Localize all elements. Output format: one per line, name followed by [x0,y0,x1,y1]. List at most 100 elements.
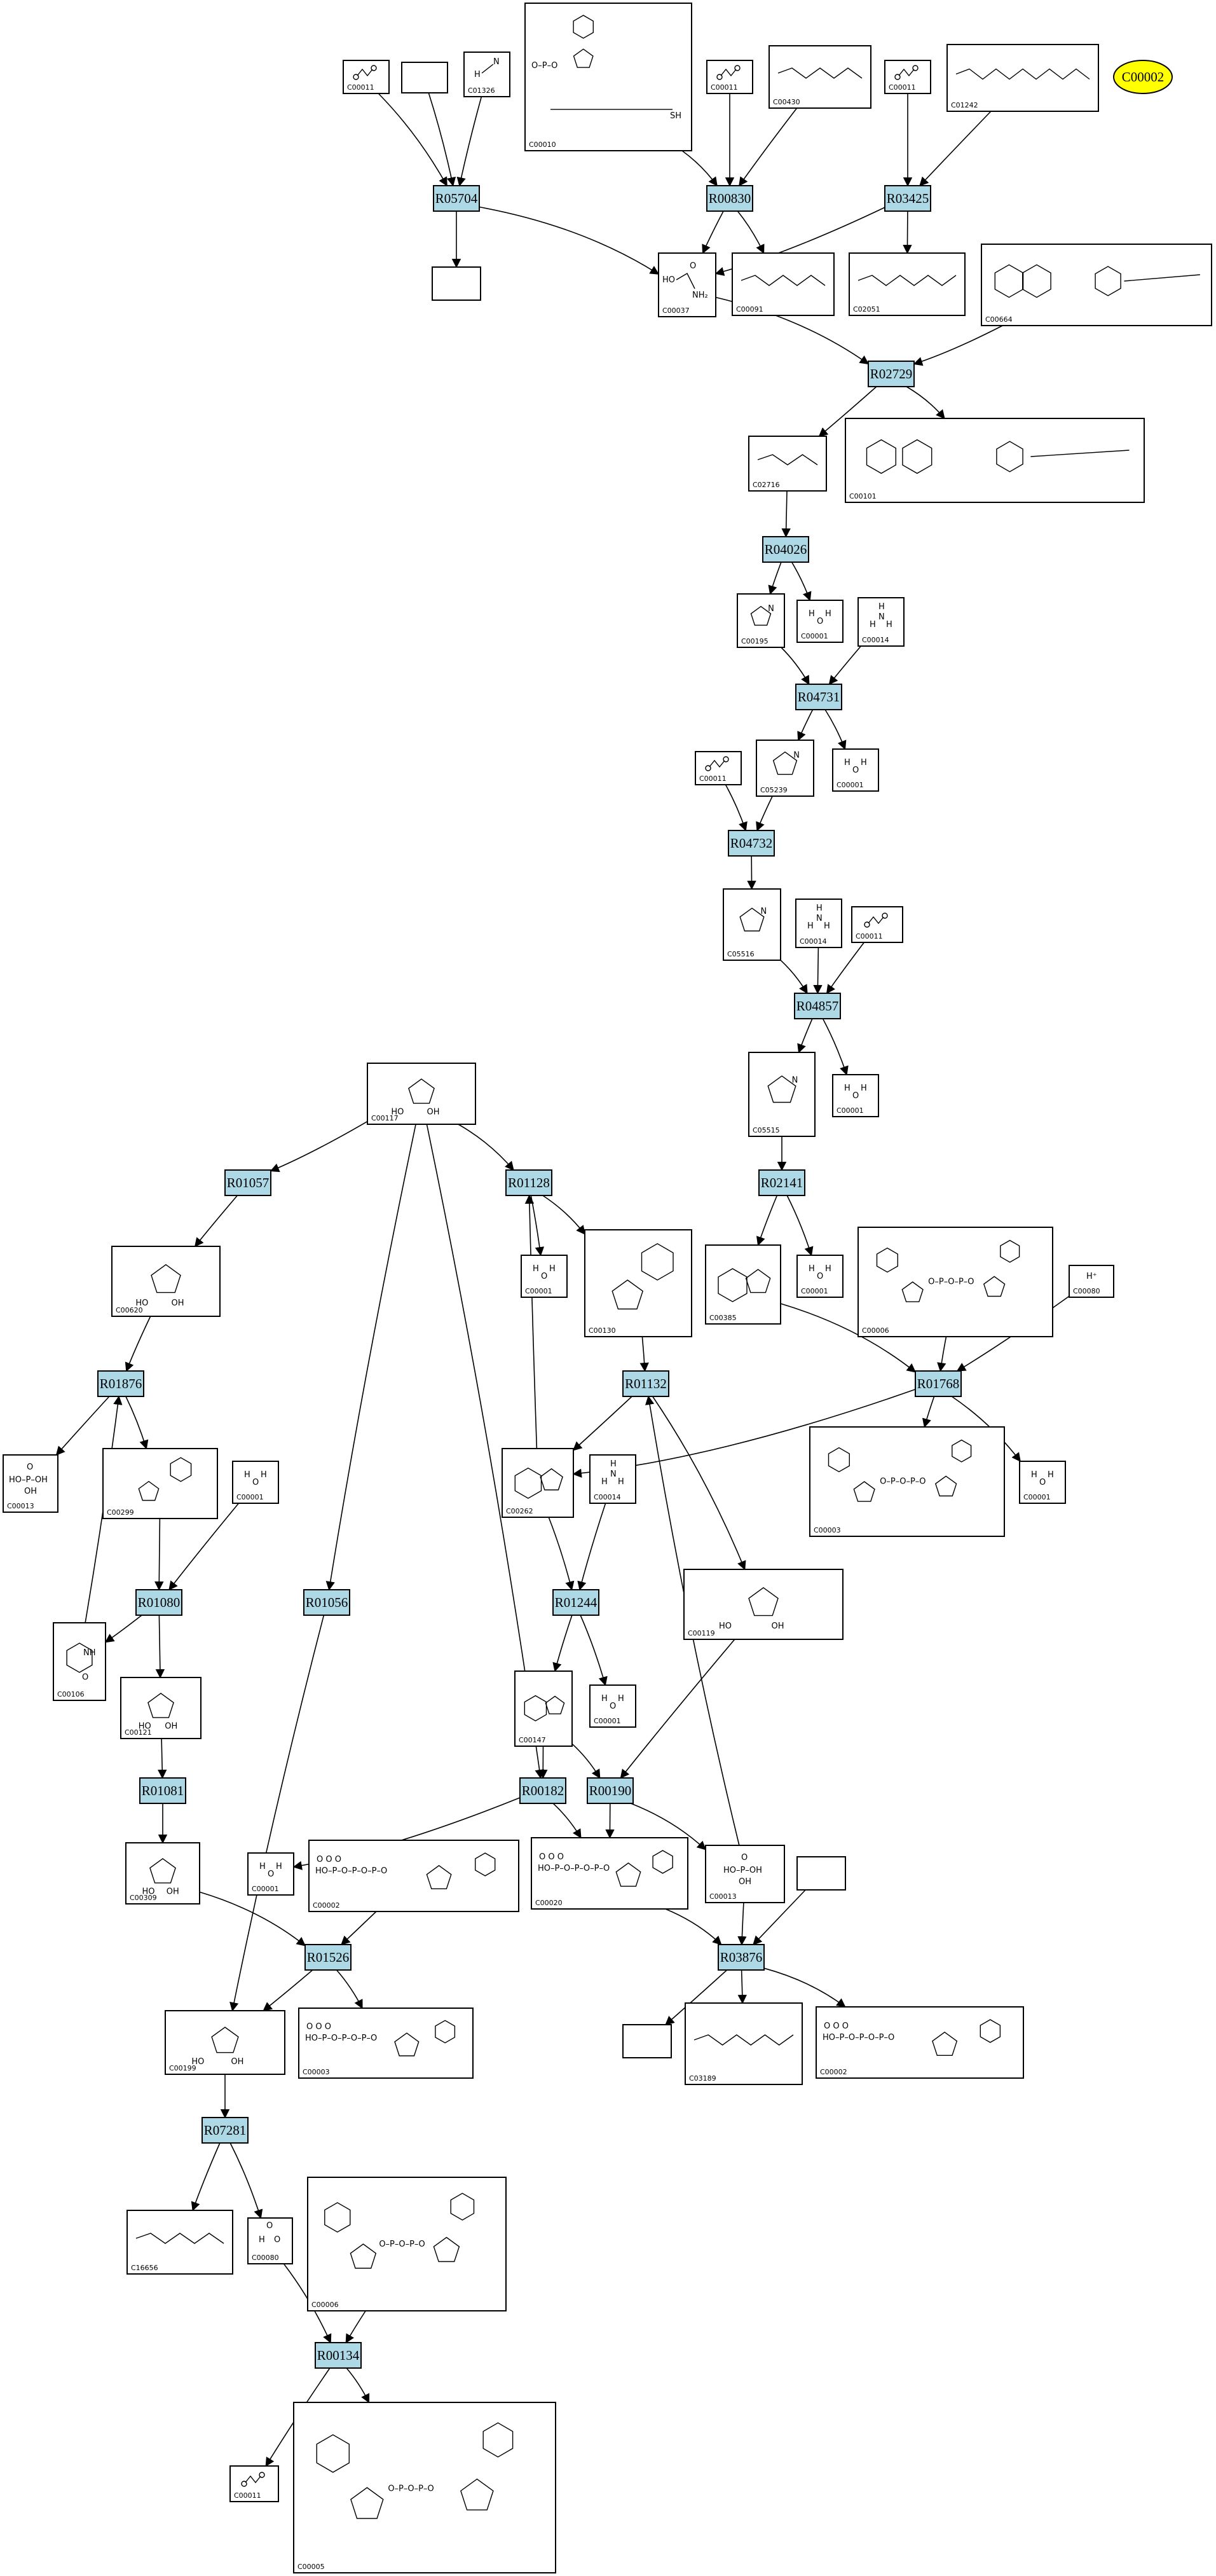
compound-node[interactable]: C00385 [705,1244,781,1325]
compound-node[interactable]: C00011 [229,2465,279,2502]
reaction-node[interactable]: R01132 [622,1370,669,1397]
reaction-node[interactable]: R04732 [728,830,775,857]
compound-id-label: C05515 [753,1126,780,1134]
reaction-node[interactable]: R02729 [868,361,915,387]
compound-box [432,266,481,301]
compound-id-label: C00195 [741,637,769,645]
compound-node[interactable]: C00091 [732,252,835,316]
reaction-node[interactable]: R01876 [97,1370,144,1397]
reaction-node[interactable]: R01128 [505,1169,552,1196]
reaction-node[interactable]: R01081 [139,1777,186,1804]
compound-node[interactable]: C02716 [748,436,827,492]
reaction-node[interactable]: R00830 [706,185,753,212]
reaction-node[interactable]: R01057 [224,1169,271,1196]
reaction-node[interactable]: R01244 [552,1589,599,1616]
compound-node[interactable]: C01242 [946,44,1099,112]
compound-node[interactable]: C00147 [514,1670,573,1747]
pathway-edge [552,1803,582,1839]
compound-node[interactable]: H⁺C00080 [1069,1265,1114,1298]
compound-box [769,45,871,109]
compound-node[interactable]: C00101 [845,418,1145,503]
reaction-node[interactable]: R00190 [587,1777,634,1804]
svg-text:HO–P–O–P–O–P–O: HO–P–O–P–O–P–O [538,1864,610,1873]
compound-node[interactable]: C00011 [706,60,753,94]
compound-node[interactable]: C02051 [849,252,966,316]
compound-node[interactable] [622,2024,672,2058]
compound-id-label: C00430 [773,98,800,106]
reaction-node[interactable]: R00134 [315,2342,362,2369]
reaction-node[interactable]: R01526 [304,1944,352,1971]
reaction-id-label: R07281 [204,2123,247,2138]
reaction-node[interactable]: R07281 [202,2117,249,2144]
reaction-node[interactable]: R02141 [758,1169,805,1196]
reaction-node[interactable]: R03876 [718,1944,765,1971]
compound-node[interactable]: C03189 [685,2002,803,2085]
compound-node[interactable]: C00262 [502,1448,574,1518]
reaction-node[interactable]: R04731 [795,684,842,710]
compound-node[interactable]: C00664 [981,244,1212,326]
reaction-node[interactable]: R03425 [884,185,931,212]
compound-node[interactable] [796,1856,846,1891]
compound-node[interactable] [432,266,481,301]
compound-node[interactable] [401,62,448,93]
reaction-node[interactable]: R01768 [915,1370,962,1397]
compound-node[interactable]: C00011 [851,906,903,943]
reaction-node[interactable]: R04857 [794,993,841,1019]
structure-drawing: HOH [601,1694,624,1711]
compound-node[interactable]: C16656 [126,2210,233,2275]
reaction-node[interactable]: R00182 [519,1777,566,1804]
svg-text:H: H [261,1470,267,1480]
compound-node[interactable]: C00011 [343,60,390,94]
reaction-node[interactable]: R01080 [135,1589,182,1616]
seed-compound[interactable]: C00002 [1113,60,1173,94]
compound-node[interactable]: C00299 [102,1448,218,1519]
compound-node[interactable]: C00130 [584,1229,692,1337]
reaction-node[interactable]: R01056 [303,1589,350,1616]
compound-node[interactable]: C00011 [884,60,931,94]
compound-node[interactable]: C00430 [769,45,871,109]
reaction-node[interactable]: R05704 [433,185,480,212]
reaction-node[interactable]: R04026 [762,536,809,563]
svg-text:NH: NH [83,1648,96,1658]
compound-node[interactable]: C00011 [695,751,742,785]
svg-text:H: H [474,70,481,79]
pathway-edge [780,960,808,995]
